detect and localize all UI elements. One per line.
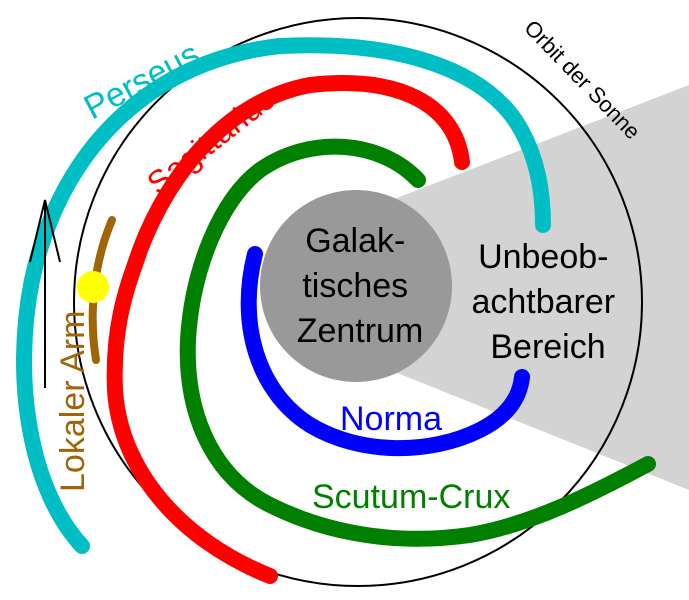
center-label-line-1: Galak- <box>305 222 405 260</box>
local-arm-label: Lokaler Arm <box>54 311 92 492</box>
unobservable-label: Unbeob- achtbarer Bereich <box>471 238 624 366</box>
norma-arm <box>240 246 530 457</box>
galactic-center <box>260 190 452 382</box>
center-label: Galak- tisches Zentrum <box>297 222 424 350</box>
center-label-line-2: tisches <box>302 267 408 305</box>
unobservable-label-line-1: Unbeob- <box>478 238 608 276</box>
unobservable-label-line-3: Bereich <box>490 328 605 366</box>
scutum-crux-arm <box>179 138 656 547</box>
sun-orbit <box>73 17 643 587</box>
perseus-label: Perseus <box>78 35 206 127</box>
center-label-line-3: Zentrum <box>297 312 424 350</box>
sagittarius-arm <box>106 75 470 584</box>
norma-label: Norma <box>340 400 442 438</box>
sun-marker <box>77 271 109 303</box>
orbit-label: Orbit der Sonne <box>519 15 645 144</box>
unobservable-region <box>340 85 689 490</box>
rotation-arrow-icon <box>29 199 61 388</box>
scutum-crux-label: Scutum-Crux <box>312 478 510 516</box>
perseus-arm <box>16 37 551 554</box>
unobservable-label-line-2: achtbarer <box>471 283 615 321</box>
